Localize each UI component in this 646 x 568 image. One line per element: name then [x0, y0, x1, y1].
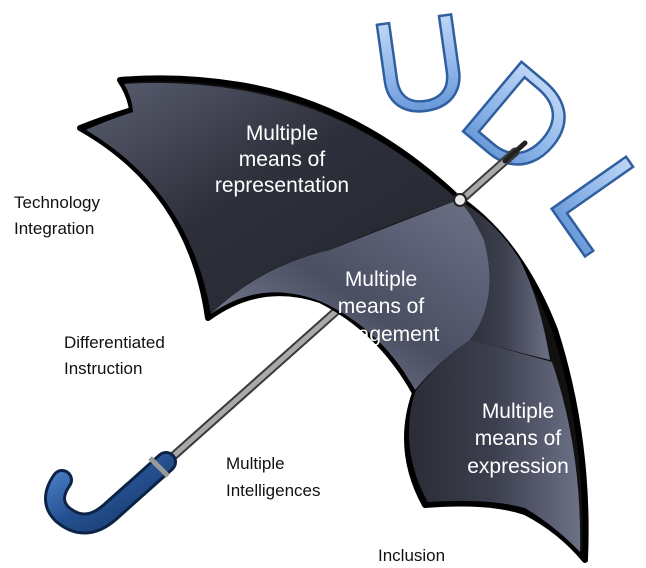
side-label-differentiated-instruction: Differentiated Instruction: [64, 333, 165, 378]
side-label-differentiated-line2: Instruction: [64, 359, 142, 378]
side-label-inclusion-line1: Inclusion: [378, 546, 445, 565]
umbrella-hub: [453, 193, 467, 207]
canopy-label-expression: Multiple means of expression: [467, 400, 569, 478]
canopy-label-representation-line3: representation: [215, 174, 349, 197]
canopy-label-expression-line1: Multiple: [482, 400, 554, 423]
umbrella-handle-fill: [47, 454, 174, 532]
canopy-label-expression-line2: means of: [475, 427, 562, 450]
canopy-panel-right: [458, 200, 550, 360]
umbrella-icon: [44, 75, 589, 563]
side-label-multiple-intelligences: Multiple Intelligences: [226, 454, 321, 500]
canopy-label-representation: Multiple means of representation: [215, 122, 349, 197]
canopy-label-engagement-line3: engagement: [323, 323, 440, 346]
side-label-differentiated-line1: Differentiated: [64, 333, 165, 352]
udl-letter-u: U: [363, 0, 478, 144]
umbrella-collar: [148, 456, 170, 478]
side-label-intelligences-line1: Multiple: [226, 454, 285, 473]
side-label-technology-integration: Technology Integration: [14, 193, 101, 238]
canopy-label-engagement-line2: means of: [338, 295, 425, 318]
canopy-panel-expression: [408, 340, 581, 552]
canopy-label-representation-line1: Multiple: [246, 122, 318, 145]
side-label-inclusion: Inclusion: [378, 546, 445, 565]
side-label-technology-line1: Technology: [14, 193, 101, 212]
canopy-panel-engagement: [211, 200, 490, 390]
side-label-intelligences-line2: Intelligences: [226, 481, 321, 500]
canopy-label-representation-line2: means of: [239, 148, 326, 171]
canopy-label-expression-line3: expression: [467, 455, 569, 478]
umbrella-tip: [502, 140, 528, 164]
canopy-panel-representation: [86, 82, 458, 314]
canopy-label-engagement-line1: Multiple: [345, 268, 417, 291]
canopy-label-engagement: Multiple means of engagement: [323, 268, 440, 346]
side-label-technology-line2: Integration: [14, 219, 94, 238]
